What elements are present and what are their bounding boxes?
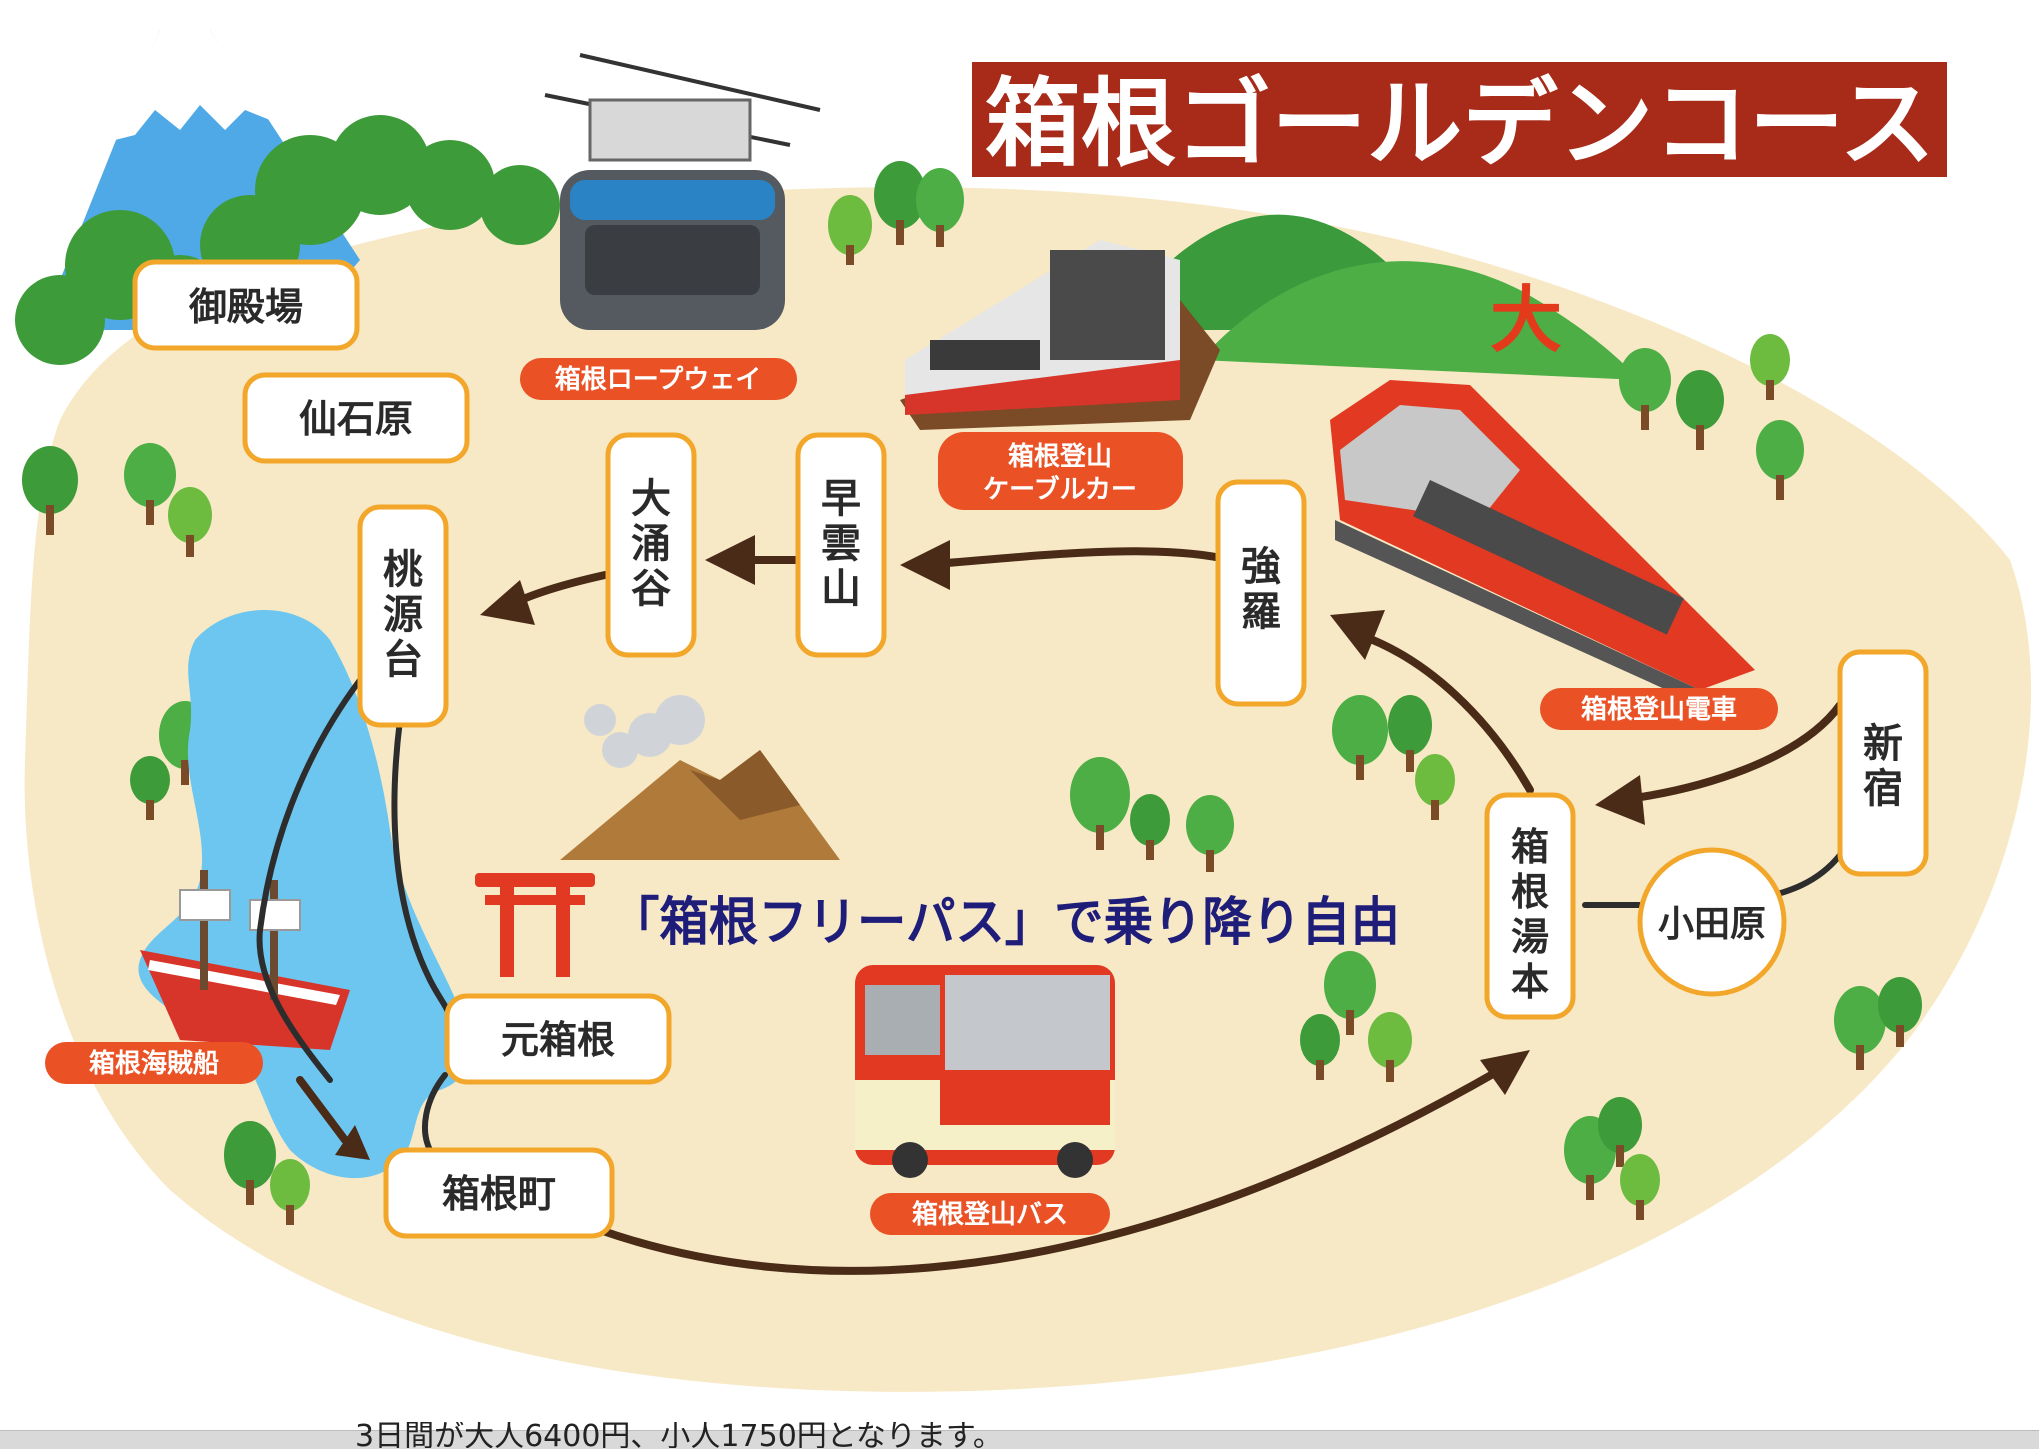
tozan-train-icon	[1330, 380, 1755, 705]
daimonji-mark: 大	[1490, 278, 1562, 362]
station-gotemba[interactable]: 御殿場	[132, 259, 360, 351]
svg-text:源: 源	[383, 592, 423, 638]
footer-text: 3日間が大人6400円、小人1750円となります。	[355, 1422, 1003, 1448]
station-hakonemachi[interactable]: 箱根町	[383, 1147, 615, 1239]
label-pirate-ship: 箱根海賊船	[45, 1042, 263, 1084]
svg-text:御殿場: 御殿場	[188, 285, 303, 329]
route-lines	[256, 535, 1844, 1275]
svg-text:箱: 箱	[1511, 825, 1549, 869]
pirate-ship-icon	[140, 870, 350, 1050]
bus-icon	[855, 965, 1115, 1178]
svg-text:箱根ロープウェイ: 箱根ロープウェイ	[555, 364, 761, 395]
svg-text:ケーブルカー: ケーブルカー	[983, 474, 1137, 505]
svg-text:涌: 涌	[631, 521, 671, 567]
station-togendai[interactable]: 桃 源 台	[357, 504, 449, 728]
station-odawara[interactable]: 小田原	[1637, 847, 1787, 997]
bottom-status-bar	[0, 1430, 2039, 1449]
svg-text:早: 早	[821, 476, 861, 522]
station-hakone-yumoto[interactable]: 箱 根 湯 本	[1484, 792, 1576, 1020]
green-hills-icon: 大	[1110, 214, 1640, 380]
label-cable-car: 箱根登山 ケーブルカー	[938, 432, 1183, 510]
svg-text:大: 大	[631, 476, 671, 522]
svg-text:宿: 宿	[1863, 766, 1903, 812]
svg-text:湯: 湯	[1511, 915, 1549, 959]
ropeway-gondola-icon	[544, 53, 821, 330]
svg-text:箱根登山: 箱根登山	[1008, 441, 1112, 472]
svg-text:元箱根: 元箱根	[501, 1018, 615, 1062]
station-sounzan[interactable]: 早 雲 山	[795, 432, 887, 658]
svg-text:箱根登山バス: 箱根登山バス	[912, 1199, 1068, 1230]
cable-car-icon	[900, 240, 1220, 430]
volcano-icon	[560, 695, 840, 860]
label-tozan-bus: 箱根登山バス	[870, 1193, 1110, 1235]
svg-text:箱根町: 箱根町	[442, 1172, 556, 1216]
svg-text:強: 強	[1241, 544, 1281, 590]
label-ropeway: 箱根ロープウェイ	[520, 358, 797, 400]
svg-text:羅: 羅	[1241, 589, 1281, 635]
torii-gate-icon	[475, 873, 595, 977]
svg-text:小田原: 小田原	[1658, 904, 1766, 945]
tree-icon	[22, 161, 1922, 1225]
svg-text:箱根海賊船: 箱根海賊船	[89, 1048, 219, 1079]
map-title: 箱根ゴールデンコース	[972, 62, 1947, 180]
station-motohakone[interactable]: 元箱根	[444, 993, 672, 1085]
station-owakudani[interactable]: 大 涌 谷	[605, 432, 697, 658]
station-shinjuku[interactable]: 新 宿	[1837, 649, 1929, 877]
station-sengokuhara[interactable]: 仙石原	[242, 372, 470, 464]
svg-text:箱根登山電車: 箱根登山電車	[1581, 694, 1737, 725]
station-gora[interactable]: 強 羅	[1215, 479, 1307, 707]
svg-text:桃: 桃	[383, 547, 423, 593]
free-pass-note: 「箱根フリーパス」で乗り降り自由	[610, 893, 1400, 953]
svg-text:本: 本	[1511, 960, 1549, 1004]
svg-text:新: 新	[1863, 721, 1903, 767]
svg-text:山: 山	[821, 566, 861, 612]
svg-text:根: 根	[1511, 870, 1549, 914]
label-tozan-train: 箱根登山電車	[1540, 688, 1778, 730]
svg-text:谷: 谷	[631, 566, 671, 612]
svg-text:雲: 雲	[821, 521, 861, 567]
svg-text:仙石原: 仙石原	[299, 397, 413, 441]
svg-text:台: 台	[383, 637, 423, 683]
title-text: 箱根ゴールデンコース	[985, 68, 1935, 180]
